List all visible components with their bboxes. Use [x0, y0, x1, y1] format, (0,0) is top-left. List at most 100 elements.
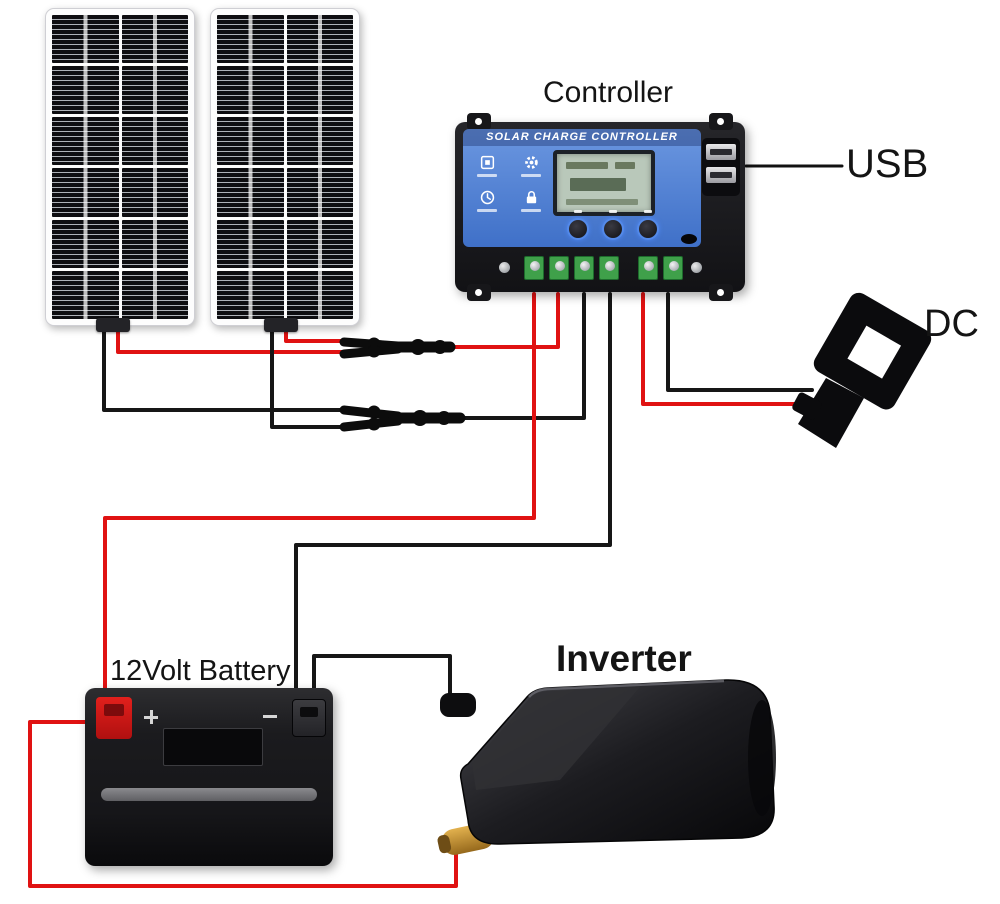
controller-buttons: [567, 210, 659, 240]
icon-cell: [513, 189, 549, 212]
cell: [52, 168, 119, 217]
cell: [121, 168, 188, 217]
junction-box-1: [96, 318, 130, 332]
lcd-segment: [570, 178, 626, 191]
mounting-ear: [467, 113, 491, 130]
cell: [286, 66, 353, 115]
mcu-icon: [480, 155, 494, 170]
terminal-strip: [524, 256, 683, 280]
inverter: [437, 679, 776, 855]
terminal-strip-screw: [499, 262, 510, 273]
wire-battery-positive: [103, 292, 536, 700]
cell: [286, 168, 353, 217]
cell: [52, 219, 119, 268]
plus-icon: [142, 708, 160, 726]
ctrl-btn: [602, 210, 624, 240]
icon-caption: [477, 209, 497, 212]
buzzer-oval: [681, 234, 697, 244]
cell: [121, 15, 188, 64]
lcd-segment: [615, 162, 635, 169]
usb-port: [706, 167, 736, 183]
solar-cells-grid: [217, 15, 353, 319]
lcd-display: [553, 150, 655, 216]
ctrl-btn: [567, 210, 589, 240]
inverter-dc-input-knob: [440, 693, 476, 717]
icon-cell: [469, 154, 505, 177]
icon-caption: [477, 174, 497, 177]
usb-label: USB: [846, 142, 929, 186]
cell: [217, 15, 284, 64]
charge-controller: SOLAR CHARGE CONTROLLER: [455, 113, 745, 301]
battery-positive-terminal: [96, 697, 132, 739]
mounting-ear: [467, 284, 491, 301]
gear-icon: [524, 156, 538, 169]
wire-pv-positive-trunk: [444, 292, 560, 349]
icon-caption: [521, 209, 541, 212]
cell: [52, 117, 119, 166]
lock-icon: [526, 191, 536, 204]
cell: [217, 66, 284, 115]
mounting-ear: [709, 284, 733, 301]
dc-label: DC: [924, 303, 979, 345]
terminal: [599, 256, 619, 280]
cell: [217, 168, 284, 217]
cell: [217, 219, 284, 268]
solar-cells-grid: [52, 15, 188, 319]
wire-pv-negative-trunk: [454, 292, 586, 420]
ctrl-btn: [637, 210, 659, 240]
minus-icon: [263, 715, 277, 718]
cell: [121, 270, 188, 319]
inverter-label: Inverter: [556, 638, 692, 679]
lcd-segment: [566, 199, 638, 205]
cell: [286, 15, 353, 64]
cell: [217, 117, 284, 166]
wire-pv1-negative: [102, 330, 354, 412]
wire-pv2-positive: [284, 330, 354, 343]
icon-cell: [469, 189, 505, 212]
wire-load-negative: [666, 292, 814, 392]
inverter-side-shadow: [748, 700, 776, 816]
cell: [286, 117, 353, 166]
dc-plug-socket-hole: [847, 325, 902, 379]
wire-battery-negative: [294, 292, 612, 700]
inverter-top-face: [472, 687, 640, 790]
cell: [121, 219, 188, 268]
icon-cell: [513, 154, 549, 177]
mounting-ear: [709, 113, 733, 130]
cell: [52, 66, 119, 115]
wire-pv2-negative: [270, 330, 354, 429]
wire-battery-to-inverter: [312, 654, 452, 707]
clock-icon: [480, 190, 494, 205]
terminal-strip-screw: [691, 262, 702, 273]
solar-panel-2: [210, 8, 360, 326]
cell: [121, 117, 188, 166]
terminal: [663, 256, 683, 280]
lcd-segment: [566, 162, 608, 169]
wires: [28, 164, 844, 888]
icon-caption: [521, 174, 541, 177]
controller-label: Controller: [543, 76, 674, 109]
terminal: [549, 256, 569, 280]
usb-port: [706, 144, 736, 160]
cell: [286, 219, 353, 268]
inverter-edge-highlight: [528, 679, 725, 698]
controller-icon-grid: [469, 154, 549, 212]
battery-label: 12Volt Battery: [110, 655, 291, 687]
cell: [121, 66, 188, 115]
wire-inverter-positive: [28, 720, 458, 888]
battery-label-plate: [163, 728, 263, 766]
usb-ports-block: [702, 138, 740, 196]
wire-load-positive: [641, 292, 810, 406]
terminal: [574, 256, 594, 280]
cell: [286, 270, 353, 319]
terminal: [638, 256, 658, 280]
cell: [217, 270, 284, 319]
battery-negative-terminal: [292, 699, 326, 737]
terminal: [524, 256, 544, 280]
cell: [52, 270, 119, 319]
controller-header-text: SOLAR CHARGE CONTROLLER: [463, 129, 701, 146]
mc4-y-connector-positive: [339, 337, 456, 359]
cell: [52, 15, 119, 64]
